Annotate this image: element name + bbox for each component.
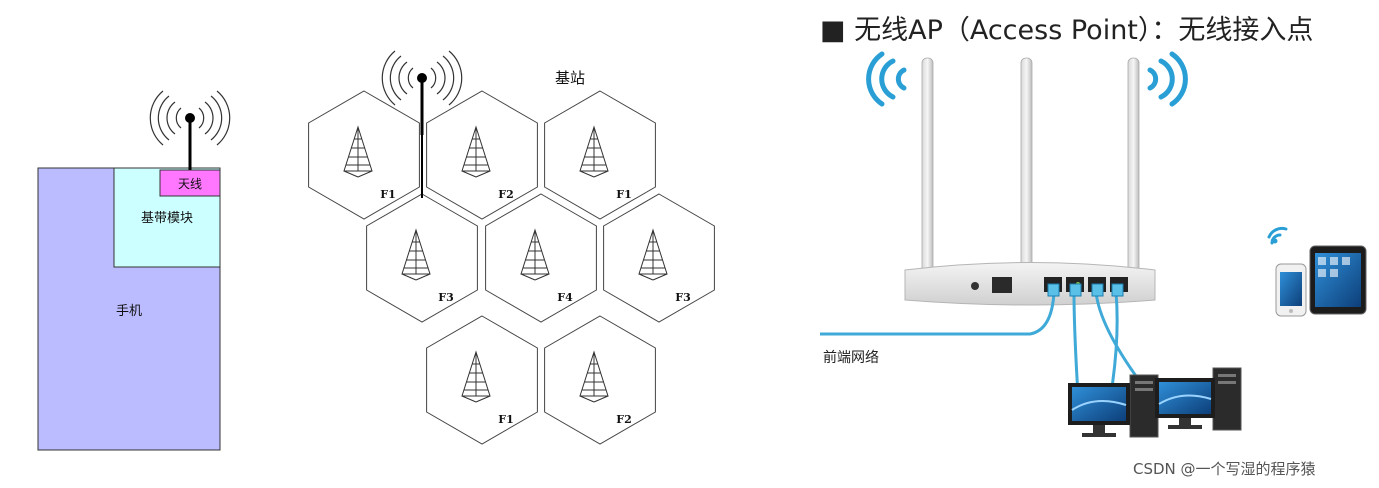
ap-diagram: 前端网络: [820, 51, 1367, 438]
station-antenna-icon: [381, 50, 463, 135]
cell-frequency-label: F3: [675, 291, 690, 304]
phone-antenna-icon: [149, 90, 231, 170]
wifi-dot: [1272, 238, 1278, 244]
smartphone-icon: [1275, 263, 1307, 317]
hex-cell: F1: [308, 90, 420, 220]
hex-cell: F4: [485, 193, 597, 323]
network-label: 前端网络: [823, 349, 879, 366]
phone-diagram: 天线 基带模块 手机: [37, 90, 231, 451]
hex-cell: F2: [544, 315, 656, 445]
hex-cell: F1: [544, 90, 656, 220]
hex-cell: F3: [603, 193, 715, 323]
cell-frequency-label: F1: [380, 188, 395, 201]
router-antennas: [921, 57, 1140, 289]
desktop-computer-icon: [1068, 374, 1159, 438]
phone-label: 手机: [116, 304, 142, 319]
cell-frequency-label: F1: [616, 188, 631, 201]
cell-frequency-label: F1: [498, 413, 513, 426]
station-label: 基站: [555, 69, 585, 87]
cell-frequency-label: F2: [498, 188, 513, 201]
wifi-signal-left-icon: [866, 51, 907, 107]
wifi-icon: [1267, 226, 1288, 245]
tablet-icon: [1309, 245, 1367, 315]
ap-title: ■ 无线AP（Access Point）：无线接入点: [820, 15, 1314, 46]
cell-frequency-label: F4: [557, 291, 573, 304]
desktop-computer-icon: [1155, 367, 1242, 431]
hex-cell: F3: [366, 193, 478, 323]
cell-frequency-label: F2: [616, 413, 631, 426]
ethernet-plugs: [1047, 283, 1124, 297]
cell-frequency-label: F3: [438, 291, 453, 304]
hex-cell: F2: [426, 90, 538, 220]
hex-cell: F1: [426, 315, 538, 445]
antenna-label: 天线: [178, 177, 202, 191]
wifi-signal-right-icon: [1147, 51, 1188, 107]
watermark: CSDN @一个写湿的程序猿: [1133, 460, 1316, 478]
baseband-label: 基带模块: [141, 211, 193, 226]
